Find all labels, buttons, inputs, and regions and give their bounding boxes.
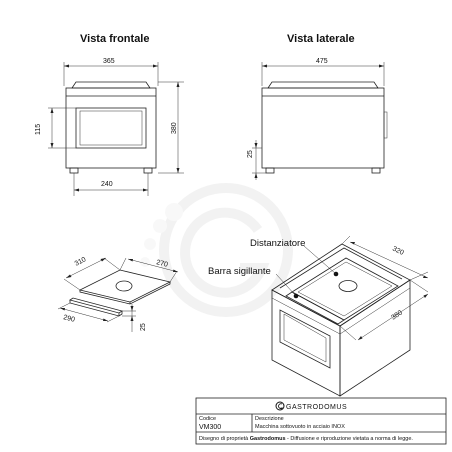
isometric-machine-view: 320 380 [271, 235, 429, 397]
callout-spacer: Distanziatore [250, 238, 305, 249]
front-view-title: Vista frontale [80, 33, 150, 45]
dim-plate-depth: 270 [156, 259, 169, 269]
dim-front-window-height: 115 [35, 124, 42, 135]
description-label: Descrizione [255, 416, 284, 422]
dim-front-width: 365 [103, 58, 115, 65]
dim-bar-height: 25 [140, 323, 147, 331]
ownership-footer: Disegno di proprietà Gastrodomus - Diffu… [199, 436, 413, 442]
dim-chamber-width: 320 [391, 246, 405, 257]
title-block: GASTRODOMUS Codice VM300 Descrizione Mac… [195, 397, 447, 445]
dim-plate-width: 310 [74, 256, 88, 268]
side-view-title: Vista laterale [287, 33, 355, 45]
gastrodomus-watermark [140, 183, 293, 317]
dim-side-depth: 475 [316, 58, 328, 65]
side-view: 475 25 [247, 58, 388, 180]
dim-front-height: 380 [171, 122, 178, 134]
plate-and-bar-view: 310 270 290 25 [57, 256, 179, 332]
dim-front-feet-spacing: 240 [101, 181, 113, 188]
front-view: 365 115 380 240 [35, 58, 184, 196]
code-value: VM300 [199, 424, 221, 431]
dim-bar-length: 290 [63, 314, 76, 324]
dim-side-foot-height: 25 [247, 150, 254, 158]
code-label: Codice [199, 416, 216, 422]
callout-sealing-bar: Barra sigillante [208, 266, 271, 277]
gastrodomus-logo [275, 401, 285, 411]
brand-name: GASTRODOMUS [286, 404, 347, 411]
description-value: Macchina sottovuoto in acciaio INOX [255, 424, 345, 430]
